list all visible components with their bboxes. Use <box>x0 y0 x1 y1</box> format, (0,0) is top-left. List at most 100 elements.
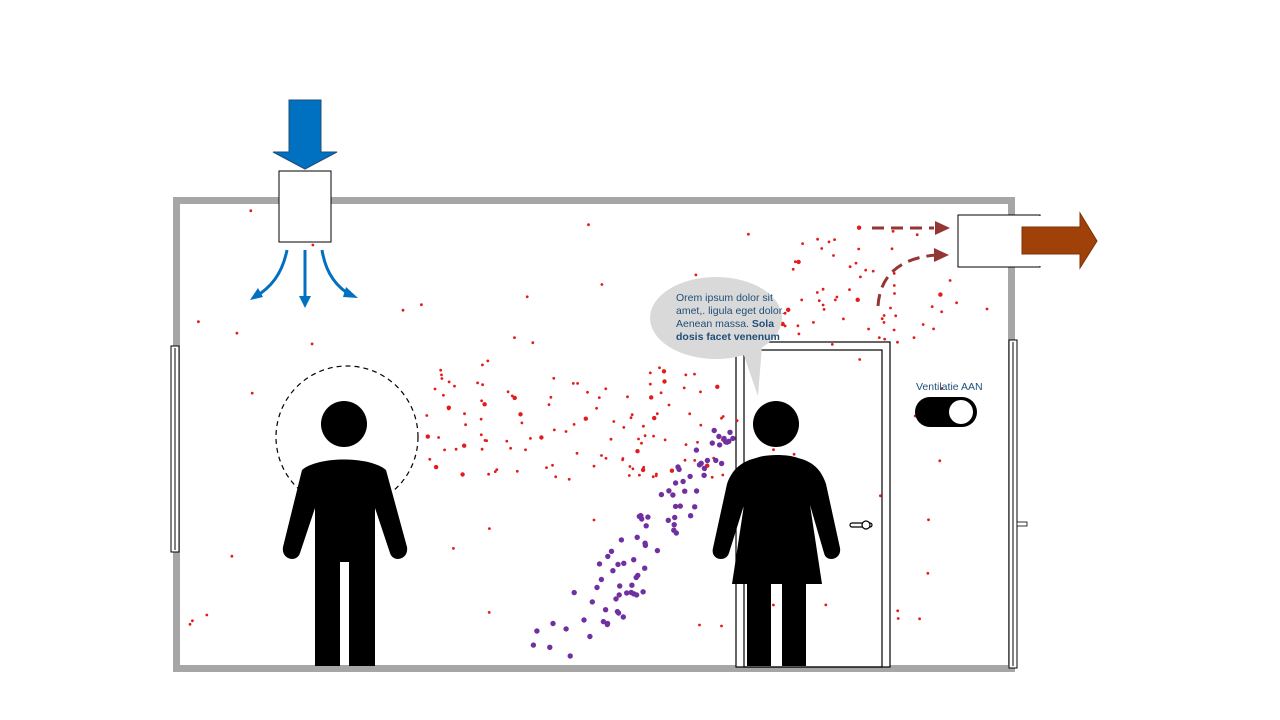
aerosol-dot <box>640 441 643 445</box>
droplet-dot <box>631 557 637 563</box>
aerosol-dot <box>481 363 484 367</box>
droplet-dot <box>642 540 648 546</box>
aerosol-dot <box>930 305 934 308</box>
droplet-dot <box>550 620 556 627</box>
aerosol-dot <box>575 451 579 455</box>
personal-zone-circle <box>275 365 419 509</box>
droplet-dot <box>621 560 627 566</box>
droplet-dot <box>672 480 679 486</box>
droplet-dot <box>547 644 553 650</box>
man-icon <box>282 401 408 666</box>
aerosol-dot <box>433 464 439 470</box>
aerosol-dot <box>476 381 479 385</box>
aerosol-dot <box>927 518 930 522</box>
aerosol-dot <box>628 465 632 468</box>
aerosol-dot <box>786 307 791 312</box>
aerosol-dot <box>612 420 616 423</box>
aerosol-dot <box>493 470 497 473</box>
aerosol-dot <box>864 268 868 272</box>
droplet-dot <box>620 614 626 620</box>
droplet-dot <box>634 534 640 540</box>
aerosol-dot <box>552 428 556 432</box>
aerosol-dot <box>487 472 490 476</box>
aerosol-dot <box>479 433 483 437</box>
aerosol-dot <box>488 527 491 530</box>
droplet-dot <box>602 607 609 613</box>
droplet-dot <box>693 447 700 453</box>
aerosol-dot <box>622 426 626 429</box>
droplet-dot <box>594 584 600 591</box>
aerosol-dot <box>425 434 430 439</box>
speech-bubble-bold: Sola dosis facet venenum <box>676 318 780 343</box>
aerosol-dot <box>833 238 836 242</box>
aerosol-dot <box>452 547 455 550</box>
droplet-dot <box>677 503 683 509</box>
aerosol-dot <box>549 395 553 399</box>
aerosol-dot <box>896 609 900 613</box>
aerosol-dot <box>640 467 646 473</box>
droplet-dot <box>680 478 686 485</box>
aerosol-dot <box>638 473 641 477</box>
aerosol-dot <box>833 298 837 302</box>
aerosol-dot <box>812 321 815 324</box>
aerosol-dot <box>311 243 315 247</box>
droplet-dot <box>671 527 677 533</box>
aerosol-dot <box>801 242 804 246</box>
aerosol-dot <box>197 320 200 324</box>
aerosol-dot <box>938 459 942 463</box>
aerosol-dot <box>552 376 556 380</box>
aerosol-dot <box>592 518 596 522</box>
aerosol-dot <box>792 452 796 456</box>
speech-bubble <box>650 277 782 396</box>
aerosol-dot <box>948 279 952 282</box>
aerosol-dot <box>856 225 862 230</box>
aerosol-dot <box>235 331 239 335</box>
aerosol-dot <box>600 283 604 286</box>
aerosol-dot <box>817 299 821 302</box>
droplet-dot <box>682 488 688 494</box>
aerosol-dot <box>652 434 655 438</box>
droplet-dot <box>640 589 646 595</box>
aerosol-dot <box>479 417 483 421</box>
aerosol-dot <box>693 372 696 376</box>
aerosol-dot <box>815 291 819 294</box>
aerosol-dot <box>683 458 687 462</box>
droplet-dot <box>610 568 616 574</box>
aerosol-dot <box>572 423 576 426</box>
aerosol-dot <box>824 603 828 607</box>
aerosol-dot <box>592 464 596 468</box>
droplet-dot <box>600 618 607 625</box>
inflow-arrow-icon <box>272 99 338 170</box>
aerosol-dot <box>447 380 451 384</box>
aerosol-dot <box>230 554 234 558</box>
aerosol-dot <box>600 454 603 457</box>
aerosol-dot <box>635 449 640 454</box>
aerosol-dot <box>858 358 862 361</box>
aerosol-dot <box>649 395 654 400</box>
ventilation-toggle-knob <box>949 400 973 424</box>
droplet-dot <box>687 473 693 480</box>
aerosol-dot <box>879 494 882 498</box>
aerosol-dot <box>821 303 825 307</box>
aerosol-dot <box>401 308 405 312</box>
aerosol-dot <box>891 229 895 233</box>
droplet-dot <box>716 433 722 440</box>
aerosol-dot <box>892 272 896 275</box>
droplet-dot <box>716 442 723 448</box>
aerosol-dot <box>654 474 658 478</box>
aerosol-dot <box>663 438 667 442</box>
droplet-dot <box>713 457 719 464</box>
aerosol-dot <box>855 297 860 302</box>
droplet-dot <box>658 491 665 498</box>
aerosol-dot <box>832 254 835 257</box>
aerosol-dot <box>720 416 723 420</box>
aerosol-dot <box>791 267 795 271</box>
droplet-dot <box>675 464 681 470</box>
ventilation-toggle[interactable] <box>915 397 977 427</box>
aerosol-dot <box>830 343 834 346</box>
droplet-dot <box>636 513 642 520</box>
aerosol-dot <box>652 415 657 421</box>
aerosol-dot <box>940 310 944 314</box>
aerosol-dot <box>463 412 466 416</box>
